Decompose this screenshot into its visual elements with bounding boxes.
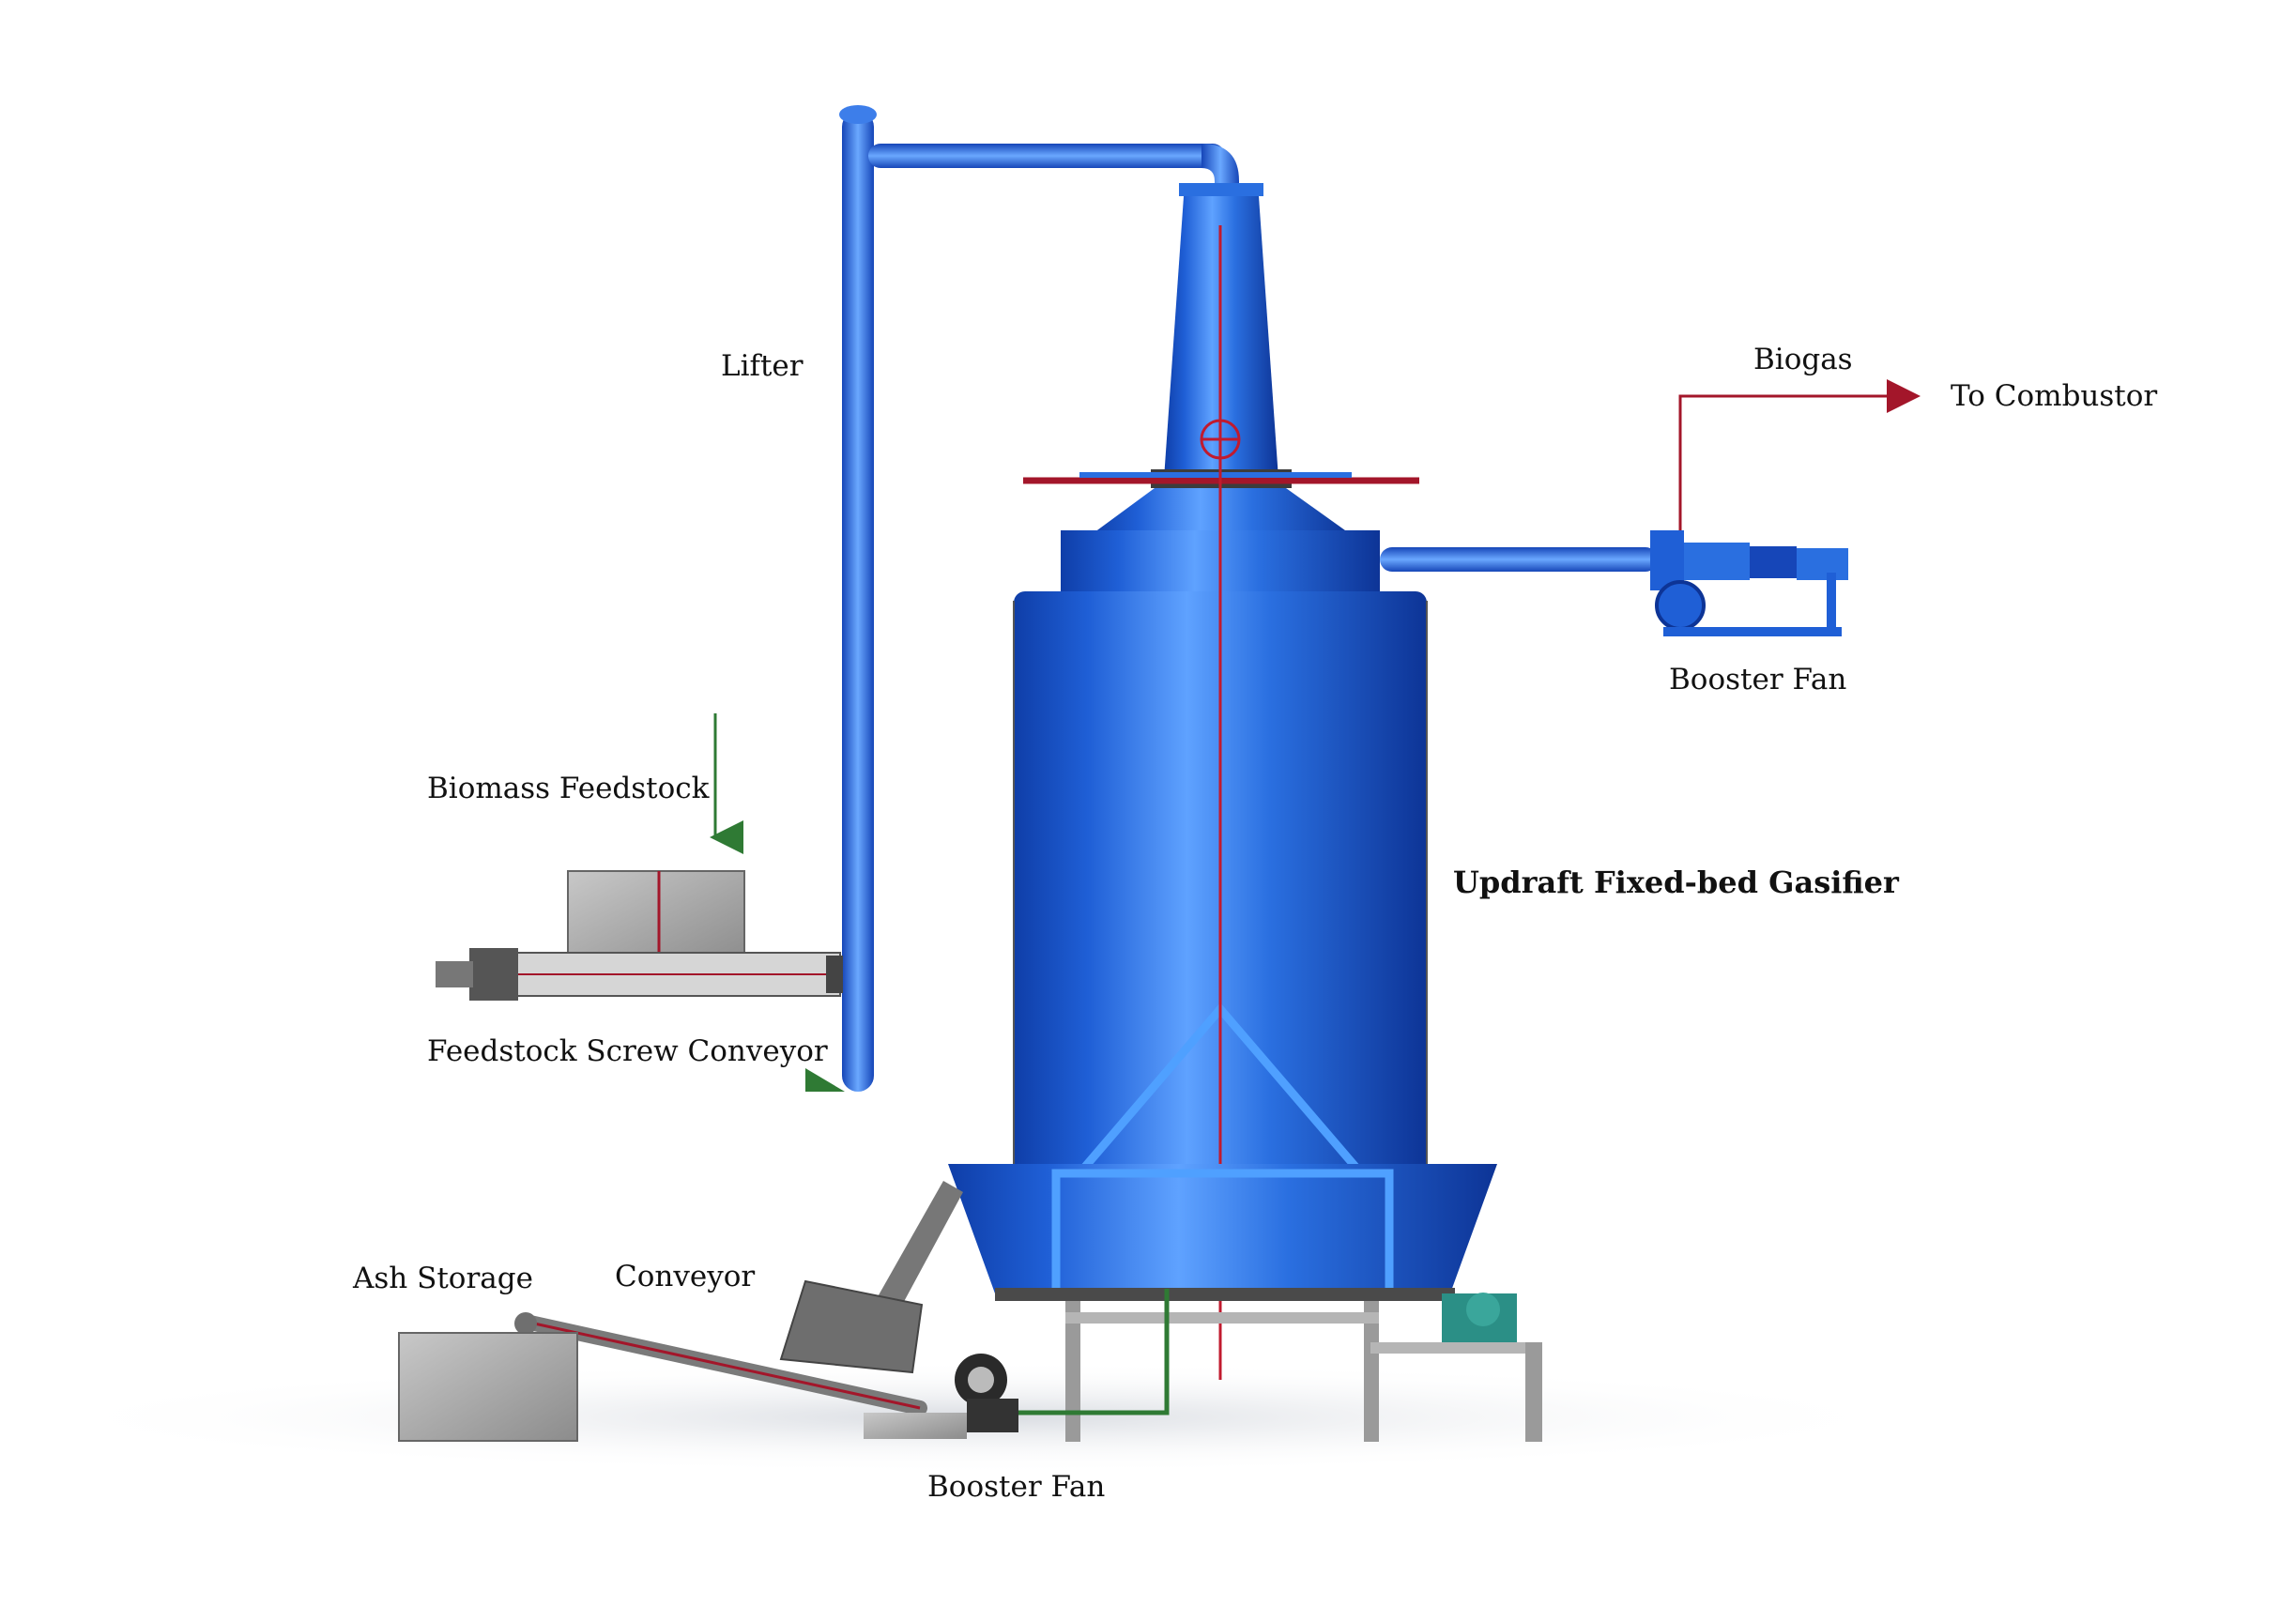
ash-storage-label: Ash Storage [352,1262,533,1295]
ash-storage-box [398,1332,578,1442]
biomass-feedstock-label: Biomass Feedstock [427,772,710,805]
gasifier-bottom-hopper [948,1164,1497,1301]
booster-fan-top-label: Booster Fan [1669,663,1846,696]
lifter-label: Lifter [721,349,804,383]
gasifier-label: Updraft Fixed-bed Gasifier [1453,865,1900,900]
biogas-line [1678,379,1921,530]
to-combustor-label: To Combustor [1951,379,2157,413]
ash-chute [779,1181,963,1374]
support-frame [1065,1293,1542,1442]
booster-fan-bottom [955,1289,1170,1432]
conveyor-label: Conveyor [615,1260,755,1293]
booster-fan-top [1380,530,1848,636]
biogas-label: Biogas [1753,343,1853,376]
ash-conveyor [514,1312,967,1439]
feedstock-screw-conveyor-label: Feedstock Screw Conveyor [427,1034,828,1068]
lifter-pipe [805,105,1239,1092]
feedstock-screw-conveyor [436,870,843,1001]
booster-fan-bottom-label: Booster Fan [927,1470,1105,1504]
